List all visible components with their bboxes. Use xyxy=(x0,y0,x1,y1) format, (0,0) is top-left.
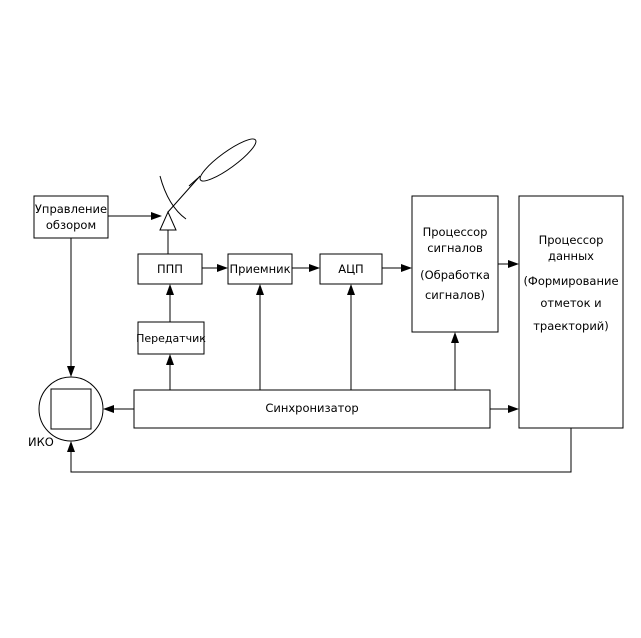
synchronizer-block xyxy=(133,389,491,429)
ppp-to-receiver-arrow xyxy=(217,264,228,272)
sync-to-adc-arrow xyxy=(347,284,355,295)
data-to-display-arrow xyxy=(67,441,75,452)
sync-to-transmitter-arrow xyxy=(166,354,174,365)
scan-control-block xyxy=(33,195,109,239)
adc-to-signal-arrow xyxy=(401,264,412,272)
data-processor-label-4: отметок и xyxy=(540,296,601,310)
sync-to-display-arrow xyxy=(103,405,114,413)
transmitter-block xyxy=(137,321,205,355)
transmitter-to-ppp-arrow xyxy=(166,284,174,295)
sync-to-signal-arrow xyxy=(451,332,459,343)
receiver-label: Приемник xyxy=(229,262,290,276)
signal-processor-label-4: сигналов) xyxy=(425,288,485,302)
scan-to-display-arrow xyxy=(67,366,75,377)
data-processor-label-1: Процессор xyxy=(539,233,604,247)
adc-block xyxy=(319,253,383,285)
sync-to-data-arrow xyxy=(508,405,519,413)
display-label: ИКО xyxy=(28,435,54,449)
ppp-block xyxy=(137,253,203,285)
antenna-icon xyxy=(159,138,257,231)
signal-processor-label-3: (Обработка xyxy=(420,268,490,282)
data-to-display-line xyxy=(70,428,572,473)
data-processor-label-5: траекторий) xyxy=(533,319,609,333)
scan-to-antenna-arrow xyxy=(151,212,162,220)
transmitter-label: Передатчик xyxy=(136,332,206,345)
sync-to-receiver-arrow xyxy=(256,284,264,295)
data-processor-label-3: (Формирование xyxy=(523,274,618,288)
data-processor-block xyxy=(518,195,624,429)
adc-label: АЦП xyxy=(338,262,363,276)
signal-processor-label-1: Процессор xyxy=(423,225,488,239)
data-processor-label-2: данных xyxy=(548,249,594,263)
receiver-to-adc-arrow xyxy=(309,264,320,272)
signal-processor-label-2: сигналов xyxy=(427,241,483,255)
synchronizer-label: Синхронизатор xyxy=(265,401,358,415)
signal-processor-block xyxy=(411,195,499,333)
scan-control-label-2: обзором xyxy=(46,218,96,232)
display-icon xyxy=(38,376,104,442)
signal-to-data-arrow xyxy=(508,260,519,268)
ppp-label: ППП xyxy=(157,262,183,276)
scan-control-label-1: Управление xyxy=(35,202,107,216)
